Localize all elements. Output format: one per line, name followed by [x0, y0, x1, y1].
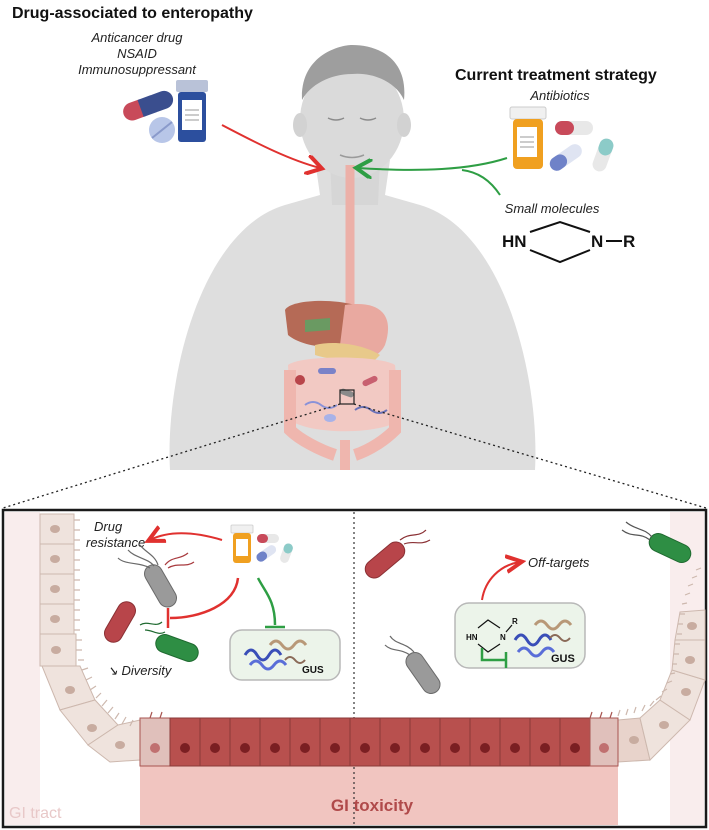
left-item-anticancer: Anticancer drug	[90, 30, 183, 45]
mini-molecule-n: N	[500, 633, 506, 642]
bacteria-right-cluster	[364, 521, 692, 694]
antibiotic-icons	[509, 106, 614, 172]
diversity-inhibition-arrow	[169, 577, 240, 620]
bacteria-left-cluster	[104, 544, 199, 662]
mini-molecule-r: R	[512, 617, 518, 626]
zoom-box	[339, 389, 355, 405]
diversity-label: ↘ Diversity	[107, 663, 173, 678]
gus-enzyme-right: HN N R GUS	[454, 602, 586, 669]
epithelium-toxic-row	[139, 711, 619, 767]
off-targets-label: Off-targets	[528, 555, 590, 570]
epithelium-left-wall	[39, 513, 141, 763]
small-molecule-branch-arrow	[461, 169, 501, 196]
gus-enzyme-left: GUS	[229, 629, 341, 681]
gus-inhibition-arrow-left	[256, 577, 277, 626]
drug-resistance-line2: resistance	[86, 535, 145, 550]
left-pill-icons	[123, 80, 208, 143]
epithelium-right-wall	[617, 567, 706, 763]
gus-label-right: GUS	[551, 653, 575, 665]
molecule-hn: HN	[502, 232, 527, 251]
zoom-line-left	[2, 403, 341, 509]
left-item-nsaid: NSAID	[117, 46, 157, 61]
left-item-immunosuppressant: Immunosuppressant	[78, 62, 197, 77]
mini-molecule-hn: HN	[466, 633, 478, 642]
left-title: Drug-associated to enteropathy	[12, 5, 253, 22]
antibiotics-label: Antibiotics	[529, 88, 590, 103]
piperazine-structure: HN N R	[502, 220, 635, 264]
right-title: Current treatment strategy	[455, 67, 657, 84]
drug-resistance-arrow	[150, 533, 223, 540]
small-molecules-label: Small molecules	[505, 201, 600, 216]
molecule-r: R	[623, 232, 635, 251]
gus-inhibition-arrow-right	[480, 648, 505, 662]
off-targets-arrow	[481, 562, 520, 601]
gi-tract-label: GI tract	[9, 805, 62, 822]
zoom-line-right	[353, 403, 707, 509]
gus-label-left: GUS	[302, 665, 324, 676]
drug-to-body-arrow	[221, 124, 320, 168]
molecule-n: N	[591, 232, 603, 251]
left-panel-drug-icons	[230, 524, 293, 563]
digestive-organs	[284, 300, 401, 470]
gi-toxicity-label: GI toxicity	[331, 796, 414, 815]
antibiotic-to-body-arrow	[358, 157, 508, 170]
drug-resistance-line1: Drug	[94, 519, 123, 534]
